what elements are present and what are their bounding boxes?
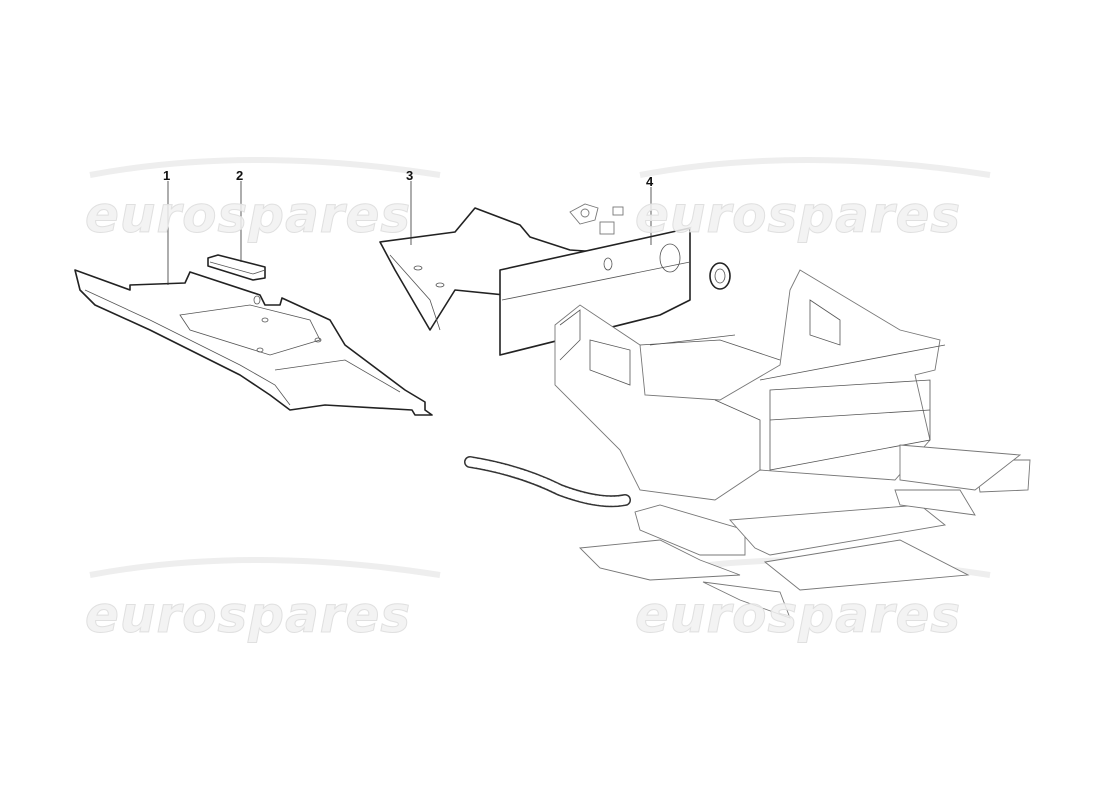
part-label-1: 1: [163, 168, 170, 183]
watermark: eurospares: [635, 186, 961, 244]
part-label-4: 4: [646, 174, 654, 189]
part-4-bulkhead[interactable]: [499, 227, 691, 356]
undertrays: [579, 489, 976, 619]
part-1-floor-panel[interactable]: [74, 269, 433, 416]
part-label-3: 3: [406, 168, 413, 183]
watermark: eurospares: [635, 586, 961, 644]
watermarks: eurospares eurospares eurospares eurospa…: [85, 186, 961, 645]
part-label-2: 2: [236, 168, 243, 183]
fittings[interactable]: [569, 203, 731, 290]
watermark: eurospares: [85, 586, 411, 644]
air-hose: [464, 444, 1031, 556]
watermark: eurospares: [85, 186, 411, 244]
part-callouts: 1 2 3 4: [163, 168, 654, 285]
part-2-pad[interactable]: [207, 254, 266, 281]
chassis-frame: [554, 269, 946, 501]
